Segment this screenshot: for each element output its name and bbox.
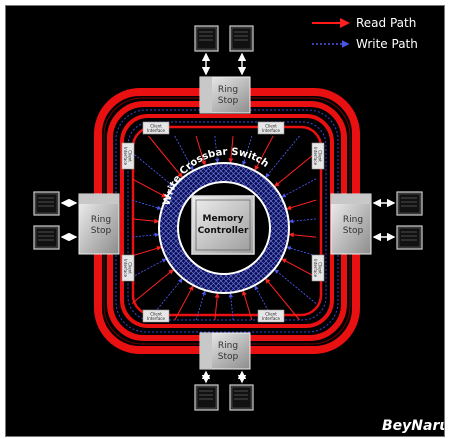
client-interface-label: Client: [265, 312, 277, 317]
legend-read-label: Read Path: [356, 16, 416, 30]
read-path-spoke: [281, 258, 317, 278]
svg-text:Stop: Stop: [218, 352, 239, 362]
external-units: [33, 25, 423, 411]
external-unit: [229, 384, 254, 411]
client-interface-label: Client: [150, 312, 162, 317]
external-unit: [194, 25, 219, 52]
read-path-spoke: [131, 269, 174, 304]
svg-text:Ring: Ring: [343, 215, 363, 225]
external-unit: [33, 225, 60, 250]
client-interface-label: Client: [128, 262, 133, 274]
external-unit: [194, 384, 219, 411]
legend-write-label: Write Path: [356, 37, 418, 51]
ring-stop-bottom: Ring Stop: [199, 332, 251, 370]
svg-text:Stop: Stop: [91, 226, 112, 236]
write-path-spoke: [281, 178, 317, 198]
client-interface-label: Client: [150, 124, 162, 129]
read-path-spoke: [274, 152, 317, 187]
write-path-spoke: [288, 218, 317, 224]
read-path-spoke: [131, 178, 167, 198]
read-path-spoke: [214, 292, 220, 321]
read-path-spoke: [228, 135, 234, 164]
client-interface-label: Client: [318, 262, 323, 274]
read-path-spoke: [265, 278, 300, 321]
write-path-spoke: [228, 292, 234, 321]
memory-controller-line2: Controller: [198, 226, 249, 236]
ring-bus-diagram: Write Crossbar Switch Memory Controller …: [33, 16, 444, 434]
external-unit: [396, 225, 423, 250]
write-path-spoke: [131, 152, 174, 187]
read-path-spoke: [241, 290, 253, 321]
client-interface-label: Client: [318, 150, 323, 162]
client-interfaces: ClientInterfaceClientInterfaceClientInte…: [121, 121, 325, 323]
svg-text:Stop: Stop: [218, 96, 239, 106]
svg-text:Ring: Ring: [91, 215, 111, 225]
write-path-spoke: [265, 135, 300, 178]
read-path-spoke: [286, 199, 317, 211]
ring-stop-left: Ring Stop: [78, 193, 120, 255]
read-path-spoke: [148, 135, 183, 178]
client-interface-label: Interface: [313, 259, 318, 277]
write-path-spoke: [174, 135, 194, 171]
read-path-spoke: [131, 245, 162, 257]
ring-stop-top: Ring Stop: [199, 76, 251, 114]
external-unit: [396, 191, 423, 216]
read-path-spoke: [254, 135, 274, 171]
write-path-spoke: [254, 285, 274, 321]
client-interface-label: Interface: [123, 147, 128, 165]
write-path-spoke: [286, 246, 317, 257]
read-path-spoke: [195, 135, 207, 166]
client-interface-label: Client: [265, 124, 277, 129]
write-path-spoke: [195, 290, 206, 321]
client-interface-label: Interface: [147, 128, 165, 133]
write-path-spoke: [131, 232, 160, 238]
read-path-spoke: [131, 218, 160, 224]
client-interface-label: Client: [128, 150, 133, 162]
client-interface-label: Interface: [262, 316, 280, 321]
watermark: BeyNaru: [382, 418, 444, 434]
write-path-spoke: [214, 135, 220, 164]
client-interface-label: Interface: [262, 128, 280, 133]
write-path-spoke: [131, 258, 167, 278]
write-path-spoke: [242, 135, 253, 166]
write-path-spoke: [131, 199, 162, 210]
diagram-canvas: Write Crossbar Switch Memory Controller …: [5, 5, 445, 437]
write-path-spoke: [274, 269, 317, 304]
svg-text:Ring: Ring: [218, 341, 238, 351]
read-path-spoke: [174, 285, 194, 321]
client-interface-label: Interface: [147, 316, 165, 321]
ring-stop-right: Ring Stop: [330, 193, 372, 255]
legend: Read Path Write Path: [312, 16, 418, 51]
client-interface-label: Interface: [123, 259, 128, 277]
svg-text:Ring: Ring: [218, 85, 238, 95]
memory-controller-line1: Memory: [203, 214, 244, 224]
external-unit: [229, 25, 254, 52]
external-unit: [33, 191, 60, 216]
client-interface-label: Interface: [313, 147, 318, 165]
read-path-spoke: [288, 232, 317, 238]
memory-controller: Memory Controller: [191, 195, 255, 255]
svg-text:Stop: Stop: [343, 226, 364, 236]
